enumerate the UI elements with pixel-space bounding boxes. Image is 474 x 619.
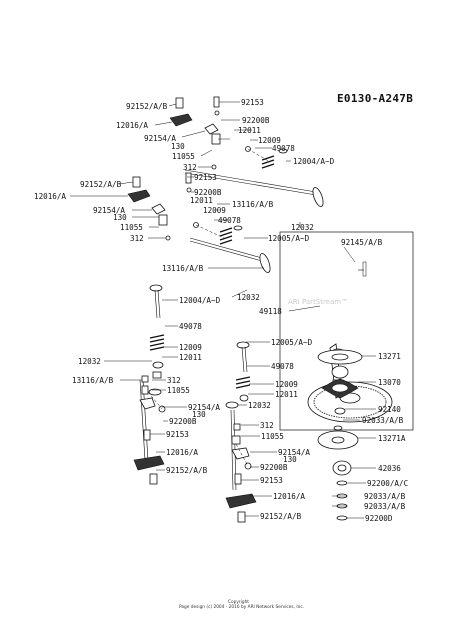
part-labels: 92153 92152/A/B 92200B 12016/A 12011 921… [34,98,408,523]
label-92152: 92152/A/B [260,512,302,521]
label-92153: 92153 [241,98,264,107]
label-92200b: 92200B [260,463,288,472]
label-12032: 12032 [248,401,271,410]
label-12009: 12009 [275,380,298,389]
rocker-assembly-upper [169,96,324,207]
footer-page-design: Page design (c) 2004 - 2016 by ARI Netwo… [179,604,304,610]
leader-lines [70,101,376,519]
label-12016: 12016/A [116,121,148,130]
rocker-assembly-lower [127,172,271,273]
label-92152: 92152/A/B [126,102,168,111]
label-12032: 12032 [78,357,101,366]
label-92140: 92140 [378,405,401,414]
label-312: 312 [167,376,181,385]
label-12032: 12032 [291,223,314,232]
label-13271: 13271 [378,352,401,361]
label-92152: 92152/A/B [80,180,122,189]
label-12011: 12011 [190,196,213,205]
diagram-code: E0130-A247B [337,92,413,105]
label-12011: 12011 [238,126,261,135]
label-312: 312 [260,421,274,430]
label-11055: 11055 [167,386,190,395]
label-92154: 92154/A [144,134,176,143]
label-92033: 92033/A/B [364,502,406,511]
label-12016: 12016/A [166,448,198,457]
label-12011: 12011 [179,353,202,362]
watermark: ARI PartStream™ [288,298,348,306]
label-130: 130 [283,455,297,464]
label-49078: 49078 [271,362,294,371]
label-130: 130 [171,142,185,151]
label-92154: 92154/A [188,403,220,412]
label-12011: 12011 [275,390,298,399]
label-49078: 49078 [179,322,202,331]
camshaft-box [279,231,414,431]
label-12009: 12009 [258,136,281,145]
label-312: 312 [183,163,197,172]
label-13116: 13116/A/B [162,264,204,273]
label-12004: 12004/A~D [293,157,335,166]
label-12016: 12016/A [273,492,305,501]
label-12016: 12016/A [34,192,66,201]
label-92152: 92152/A/B [166,466,208,475]
label-12004: 12004/A~D [179,296,221,305]
label-12009: 12009 [203,206,226,215]
label-13271a: 13271A [378,434,406,443]
label-12032: 12032 [237,293,260,302]
label-13070: 13070 [378,378,401,387]
label-130: 130 [113,213,127,222]
label-92033: 92033/A/B [362,416,404,425]
footer-copyright: Copyright [228,599,249,605]
label-92033: 92033/A/B [364,492,406,501]
label-92154: 92154/A [278,448,310,457]
label-312: 312 [130,234,144,243]
label-92200a: 92200/A/C [367,479,408,488]
label-42036: 42036 [378,464,401,473]
label-49078: 49078 [218,216,241,225]
label-13116: 13116/A/B [232,200,274,209]
label-92154: 92154/A [93,206,125,215]
label-12005: 12005/A~D [271,338,313,347]
label-92200b: 92200B [194,188,222,197]
label-92153: 92153 [260,476,283,485]
label-11055: 11055 [261,432,284,441]
valve-assembly-left [133,284,166,485]
label-92200b: 92200B [169,417,197,426]
valve-assembly-center [225,341,257,523]
label-12009: 12009 [179,343,202,352]
label-130: 130 [192,410,206,419]
label-13116: 13116/A/B [72,376,114,385]
label-49118: 49118 [259,307,282,316]
label-92200d: 92200D [365,514,393,523]
label-92153: 92153 [166,430,189,439]
label-49078: 49078 [272,144,295,153]
acr-assembly [317,349,363,521]
label-92200b: 92200B [242,116,270,125]
label-12005: 12005/A~D [268,234,310,243]
label-11055: 11055 [172,152,195,161]
label-11055: 11055 [120,223,143,232]
label-92153: 92153 [194,173,217,182]
label-92145: 92145/A/B [341,238,383,247]
